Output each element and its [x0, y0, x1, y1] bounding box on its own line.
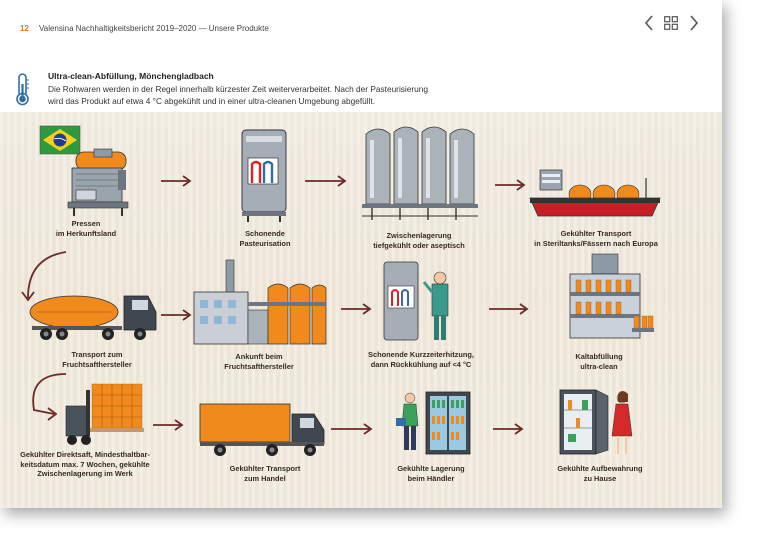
supermarket-fridge-illustration	[396, 391, 471, 455]
heat-exchanger-illustration	[383, 261, 449, 341]
flow-arrow-10	[331, 423, 373, 435]
step-caption-9: Gekühlter Direktsaft, Mindesthaltbar-kei…	[20, 450, 150, 478]
report-page: 12 Valensina Nachhaltigkeitsbericht 2019…	[0, 0, 722, 508]
fruit-press-illustration	[39, 125, 129, 216]
home-fridge-illustration	[559, 389, 633, 455]
next-page-button[interactable]	[684, 14, 704, 32]
flow-arrow-6	[341, 303, 372, 315]
grid-icon	[664, 16, 678, 30]
flow-arrow-8-curved	[32, 373, 67, 421]
intro-text: Die Rohwaren werden in der Regel innerha…	[48, 84, 428, 106]
flow-arrow-1	[161, 175, 192, 187]
page-number: 12	[20, 24, 29, 33]
thermometer-icon	[16, 73, 29, 106]
step-caption-7: Schonende Kurzzeiterhitzung,dann Rückküh…	[368, 350, 474, 369]
factory-illustration	[193, 259, 327, 345]
page-header-title: Valensina Nachhaltigkeitsbericht 2019–20…	[39, 24, 269, 33]
tanker-truck-illustration	[29, 295, 157, 340]
chevron-right-icon	[690, 15, 699, 31]
forklift-illustration	[65, 383, 144, 445]
chevron-left-icon	[644, 15, 653, 31]
cargo-ship-illustration	[529, 169, 661, 217]
overview-grid-button[interactable]	[661, 14, 681, 32]
flow-arrow-11	[493, 423, 524, 435]
flow-arrow-3	[495, 179, 526, 191]
flow-arrow-9	[153, 419, 184, 431]
intro-title: Ultra-clean-Abfüllung, Mönchengladbach	[48, 71, 214, 81]
flow-arrow-5	[161, 309, 192, 321]
bottling-machine-illustration	[569, 253, 654, 339]
storage-tanks-illustration	[362, 126, 478, 220]
pasteurizer-illustration	[241, 129, 287, 222]
flow-arrow-4-curved	[21, 251, 67, 302]
prev-page-button[interactable]	[639, 14, 659, 32]
page-header: 12 Valensina Nachhaltigkeitsbericht 2019…	[0, 0, 722, 112]
brazil-flag-icon	[39, 125, 81, 155]
delivery-truck-illustration	[199, 403, 325, 456]
flow-arrow-2	[305, 175, 347, 187]
flow-arrow-7	[489, 303, 529, 315]
